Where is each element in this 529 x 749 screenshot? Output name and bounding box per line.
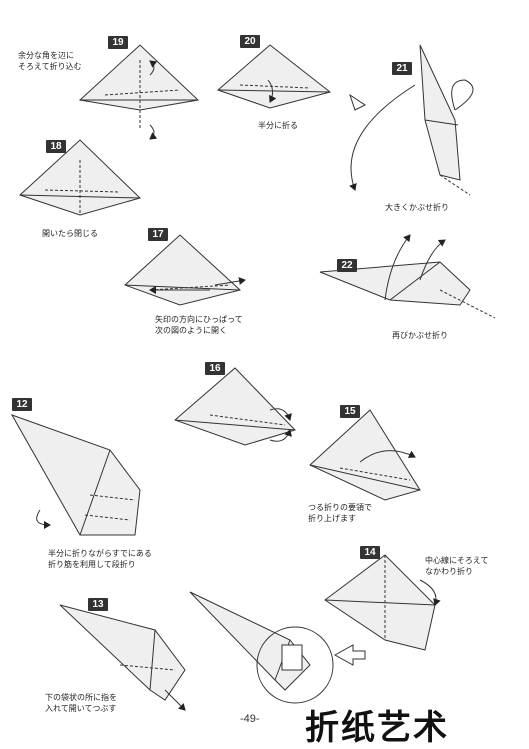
- caption-step-20: 半分に折る: [258, 121, 298, 130]
- step-22-diagram: [319, 234, 496, 319]
- caption-step-14: 中心線にそろえて なかわり折り: [425, 556, 489, 576]
- step-number-20: 20: [240, 35, 260, 48]
- step-number-17: 17: [148, 228, 168, 241]
- step-14-diagram: [324, 554, 441, 651]
- caption-step-15: つる折りの要領で 折り上げます: [308, 503, 372, 523]
- step-19-diagram: [78, 44, 200, 140]
- step-number-19: 19: [108, 36, 128, 49]
- step-number-15: 15: [340, 405, 360, 418]
- step-16-diagram: [174, 367, 296, 446]
- step-number-12: 12: [12, 398, 32, 411]
- caption-step-17: 矢印の方向にひっぱって 次の図のように開く: [155, 315, 243, 335]
- step-18-diagram: [19, 139, 141, 216]
- intermediate-diagram: [189, 591, 366, 704]
- step-number-13: 13: [88, 598, 108, 611]
- caption-step-13: 下の袋状の所に指を 入れて開いてつぶす: [45, 693, 117, 713]
- step-21-diagram: [349, 44, 474, 196]
- step-17-diagram: [124, 234, 246, 306]
- step-number-21: 21: [392, 62, 412, 75]
- step-number-16: 16: [205, 362, 225, 375]
- step-number-22: 22: [337, 259, 357, 272]
- step-15-diagram: [309, 409, 421, 501]
- caption-step-22: 再びかぶせ折り: [392, 331, 448, 340]
- step-20-diagram: [217, 44, 332, 109]
- watermark-text: 折纸艺术: [305, 708, 449, 748]
- step-12-diagram: [10, 414, 141, 536]
- caption-step-21: 大きくかぶせ折り: [385, 203, 449, 212]
- caption-step-18: 開いたら閉じる: [42, 229, 98, 238]
- caption-step-19: 余分な角を辺に そろえて折り込む: [18, 51, 82, 71]
- step-13-diagram: [59, 604, 186, 711]
- step-number-14: 14: [360, 546, 380, 559]
- page-number: -49-: [240, 713, 260, 725]
- step-number-18: 18: [46, 140, 66, 153]
- caption-step-12: 半分に折りながらすでにある 折り筋を利用して段折り: [48, 549, 152, 569]
